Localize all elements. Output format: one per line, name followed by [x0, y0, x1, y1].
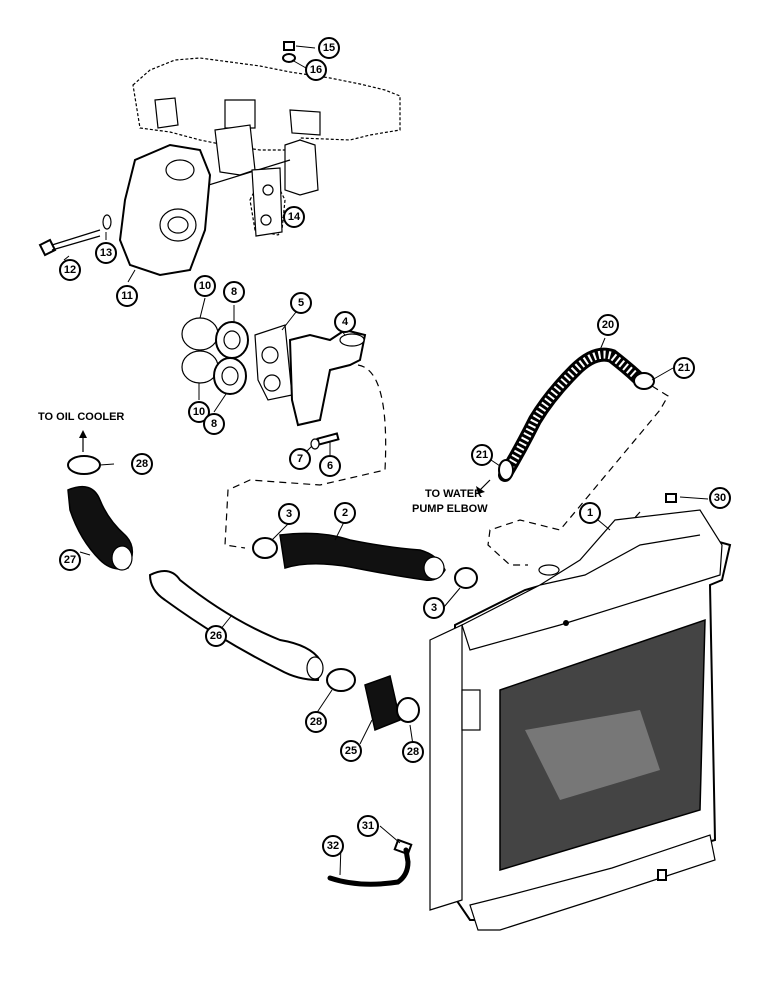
svg-text:8: 8: [231, 286, 237, 298]
callout: 28: [402, 741, 424, 763]
svg-text:27: 27: [64, 554, 76, 566]
callout: 12: [59, 259, 81, 281]
svg-text:28: 28: [407, 746, 419, 758]
upper-hose-2: [279, 532, 446, 582]
callout: 1: [579, 502, 601, 524]
routing-line-elbow: [224, 364, 387, 549]
arrow-water-pump: [476, 479, 491, 494]
bolt-12: [38, 229, 101, 257]
svg-text:1: 1: [587, 507, 593, 519]
callout: 3: [423, 597, 445, 619]
svg-text:11: 11: [121, 290, 133, 302]
corrugated-hose-20: [498, 347, 647, 482]
note-water-pump-line1: TO WATER: [425, 488, 482, 500]
callout: 21: [673, 357, 695, 379]
callout: 20: [597, 314, 619, 336]
svg-text:3: 3: [431, 602, 437, 614]
drain-plug-30: [665, 493, 677, 503]
svg-text:13: 13: [100, 247, 112, 259]
svg-text:28: 28: [310, 716, 322, 728]
svg-text:2: 2: [342, 507, 348, 519]
note-water-pump-line2: PUMP ELBOW: [412, 503, 488, 515]
svg-text:14: 14: [288, 211, 301, 223]
clamp-21b: [498, 459, 514, 481]
svg-text:26: 26: [210, 630, 222, 642]
svg-text:21: 21: [476, 449, 488, 461]
callout: 32: [322, 835, 344, 857]
tube-26: [148, 570, 322, 682]
svg-text:21: 21: [678, 362, 690, 374]
callout: 3: [278, 503, 300, 525]
callout: 2: [334, 502, 356, 524]
washer-7: [310, 438, 320, 450]
callout: 21: [471, 444, 493, 466]
callout: 27: [59, 549, 81, 571]
svg-text:25: 25: [345, 745, 357, 757]
callout: 14: [283, 206, 305, 228]
thermostat-housing: [118, 143, 212, 277]
clamp-28c: [396, 697, 420, 723]
svg-text:12: 12: [64, 264, 76, 276]
thermostat-8a: [215, 321, 249, 359]
svg-text:3: 3: [286, 508, 292, 520]
coupling-25: [364, 675, 401, 732]
callout: 31: [357, 815, 379, 837]
callout: 28: [305, 711, 327, 733]
routing-line-hose-20: [487, 385, 669, 566]
gasket-14: [251, 167, 283, 237]
svg-text:7: 7: [297, 453, 303, 465]
clamp-28a: [67, 455, 101, 475]
callout: 5: [290, 292, 312, 314]
svg-text:16: 16: [310, 64, 322, 76]
svg-text:10: 10: [193, 406, 205, 418]
radiator: [429, 509, 732, 931]
svg-text:8: 8: [211, 418, 217, 430]
thermostat-8b: [213, 357, 247, 395]
callout: 6: [319, 455, 341, 477]
callout: 25: [340, 740, 362, 762]
drain-hose-32: [327, 847, 411, 887]
callout: 8: [223, 281, 245, 303]
callout: 13: [95, 242, 117, 264]
callout: 15: [318, 37, 340, 59]
svg-text:4: 4: [342, 316, 349, 328]
callout: 10: [188, 401, 210, 423]
svg-text:20: 20: [602, 319, 614, 331]
callout: 26: [205, 625, 227, 647]
svg-text:5: 5: [298, 297, 304, 309]
callout: 4: [334, 311, 356, 333]
callout: 16: [305, 59, 327, 81]
svg-text:32: 32: [327, 840, 339, 852]
washer-13: [102, 214, 112, 230]
clamp-28b: [326, 668, 356, 692]
svg-text:10: 10: [199, 280, 211, 292]
clamp-3b: [454, 567, 478, 589]
svg-text:28: 28: [136, 458, 148, 470]
callout: 11: [116, 285, 138, 307]
note-oil-cooler: TO OIL COOLER: [38, 411, 124, 423]
outlet-elbow-4: [288, 328, 367, 427]
arrow-oil-cooler: [79, 430, 87, 452]
callout: 28: [131, 453, 153, 475]
callout: 8: [203, 413, 225, 435]
clamp-3a: [252, 537, 278, 559]
callout: 7: [289, 448, 311, 470]
clamp-21a: [633, 372, 655, 390]
svg-text:30: 30: [714, 492, 726, 504]
callout: 10: [194, 275, 216, 297]
seal-10b: [181, 350, 219, 384]
seal-10a: [181, 317, 219, 351]
svg-text:15: 15: [323, 42, 335, 54]
svg-text:31: 31: [362, 820, 374, 832]
bolt-15-16: [282, 41, 296, 63]
svg-text:6: 6: [327, 460, 333, 472]
callout: 30: [709, 487, 731, 509]
bolt-6: [316, 432, 340, 446]
